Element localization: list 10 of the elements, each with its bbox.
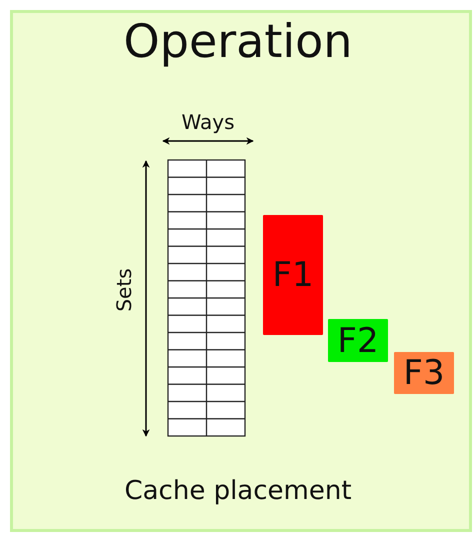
block-label: F2: [337, 324, 379, 358]
colored-block: [328, 319, 388, 362]
dimension-label: Sets: [112, 267, 136, 314]
block-label: F1: [272, 258, 314, 292]
caption: Cache placement: [123, 476, 353, 506]
block-label: F3: [403, 356, 445, 390]
colored-block: [394, 352, 454, 394]
dimension-label: Ways: [180, 110, 236, 134]
colored-block: [263, 215, 323, 335]
title: Operation: [122, 14, 354, 68]
